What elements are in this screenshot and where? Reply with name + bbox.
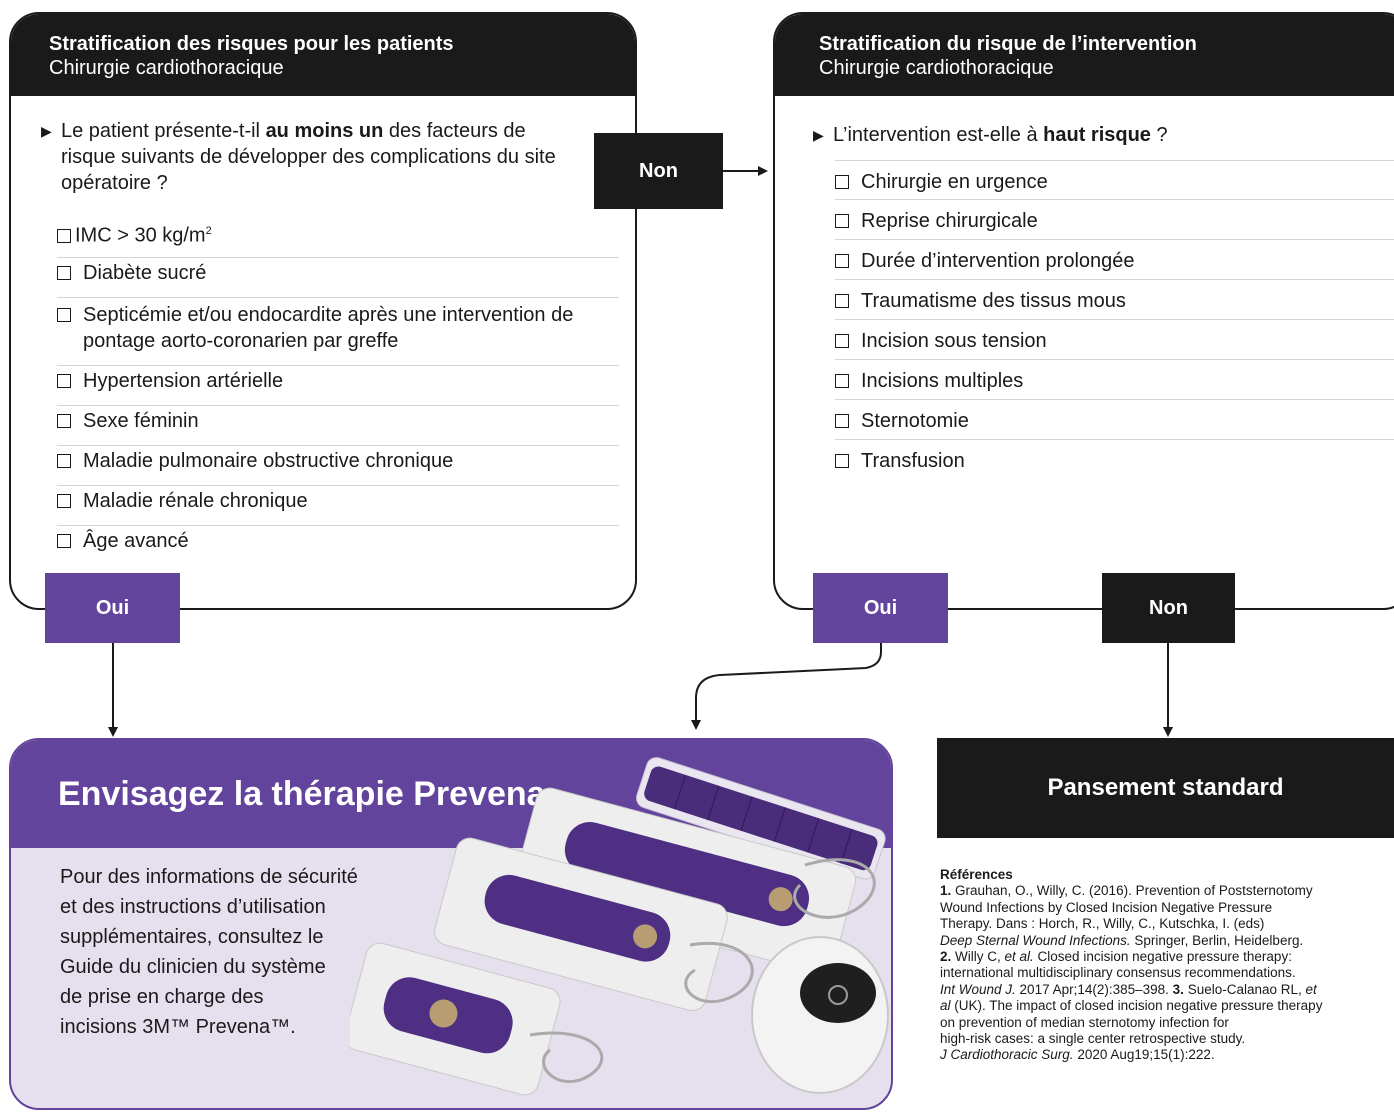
checkbox-icon[interactable]	[57, 494, 71, 508]
checkbox-icon[interactable]	[57, 534, 71, 548]
checkbox-icon[interactable]	[835, 214, 849, 228]
procedure-risk-panel: Stratification du risque de l’interventi…	[773, 12, 1394, 610]
patient-risk-header: Stratification des risques pour les pati…	[11, 14, 635, 96]
checkbox-icon[interactable]	[57, 228, 71, 243]
checkbox-icon[interactable]	[835, 175, 849, 189]
dressing-small	[350, 942, 561, 1096]
caret-right-icon: ▶	[813, 127, 824, 143]
checklist-item-imc[interactable]: IMC > 30 kg/m2	[57, 218, 619, 258]
tubing-small	[529, 1031, 604, 1084]
tubing-medium	[684, 942, 754, 1004]
checkbox-icon[interactable]	[57, 266, 71, 280]
prevena-products-image	[350, 757, 889, 1096]
procedure-risk-subtitle: Chirurgie cardiothoracique	[819, 57, 1054, 79]
procedure-item-transfusion[interactable]: Transfusion	[835, 440, 1394, 480]
reference-3: al (UK). The impact of closed incision n…	[940, 998, 1323, 1063]
checklist-item-bpco[interactable]: Maladie pulmonaire obstructive chronique	[57, 446, 619, 486]
prevena-title: Envisagez la thérapie Prevena	[58, 775, 546, 813]
checklist-item-septicemie[interactable]: Septicémie et/ou endocardite après une i…	[57, 298, 619, 366]
procedure-item-traumatisme[interactable]: Traumatisme des tissus mous	[835, 280, 1394, 320]
checkbox-icon[interactable]	[57, 454, 71, 468]
procedure-item-tension[interactable]: Incision sous tension	[835, 320, 1394, 360]
checkbox-icon[interactable]	[835, 414, 849, 428]
standard-dressing-box: Pansement standard	[937, 738, 1394, 838]
arrow-oui-right-to-prevena	[691, 643, 882, 730]
checkbox-icon[interactable]	[835, 294, 849, 308]
checklist-item-renale[interactable]: Maladie rénale chronique	[57, 486, 619, 526]
reference-2: 2. Willy C, et al. Closed incision negat…	[940, 949, 1317, 997]
dressing-medium	[434, 837, 728, 1012]
prevena-body: Pour des informations de sécurité et des…	[60, 866, 358, 1038]
patient-risk-title: Stratification des risques pour les pati…	[49, 33, 454, 55]
checkbox-icon[interactable]	[835, 334, 849, 348]
checklist-item-sexe[interactable]: Sexe féminin	[57, 406, 619, 446]
procedure-risk-header: Stratification du risque de l’interventi…	[775, 14, 1394, 96]
therapy-unit	[751, 936, 889, 1094]
checkbox-icon[interactable]	[57, 414, 71, 428]
checkbox-icon[interactable]	[57, 374, 71, 388]
checkbox-icon[interactable]	[835, 374, 849, 388]
procedure-item-reprise[interactable]: Reprise chirurgicale	[835, 200, 1394, 240]
procedure-risk-title: Stratification du risque de l’interventi…	[819, 33, 1197, 55]
procedure-item-urgence[interactable]: Chirurgie en urgence	[835, 160, 1394, 200]
checklist-item-diabete[interactable]: Diabète sucré	[57, 258, 619, 298]
procedure-item-multiples[interactable]: Incisions multiples	[835, 360, 1394, 400]
procedure-item-duree[interactable]: Durée d’intervention prolongée	[835, 240, 1394, 280]
checklist-item-age[interactable]: Âge avancé	[57, 526, 619, 566]
oui-label-left: Oui	[45, 573, 180, 643]
caret-right-icon: ▶	[41, 123, 52, 139]
dressing-large	[514, 787, 857, 975]
patient-risk-subtitle: Chirurgie cardiothoracique	[49, 57, 284, 79]
references-heading: Références	[940, 867, 1013, 882]
checkbox-icon[interactable]	[835, 454, 849, 468]
tubing-large	[793, 858, 876, 919]
patient-risk-question: ▶Le patient présente-t-il au moins un de…	[41, 120, 556, 194]
checkbox-icon[interactable]	[57, 308, 71, 322]
procedure-item-sternotomie[interactable]: Sternotomie	[835, 400, 1394, 440]
procedure-risk-question: ▶L’intervention est-elle à haut risque ?	[813, 124, 1168, 146]
oui-label-right: Oui	[813, 573, 948, 643]
checkbox-icon[interactable]	[835, 254, 849, 268]
references: Références 1. Grauhan, O., Willy, C. (20…	[940, 867, 1392, 1064]
checklist-item-hypertension[interactable]: Hypertension artérielle	[57, 366, 619, 406]
standard-dressing-title: Pansement standard	[1047, 774, 1284, 801]
non-label-middle: Non	[594, 133, 723, 209]
reference-1: 1. Grauhan, O., Willy, C. (2016). Preven…	[940, 883, 1313, 948]
patient-risk-panel: Stratification des risques pour les pati…	[9, 12, 637, 610]
non-label-right: Non	[1102, 573, 1235, 643]
